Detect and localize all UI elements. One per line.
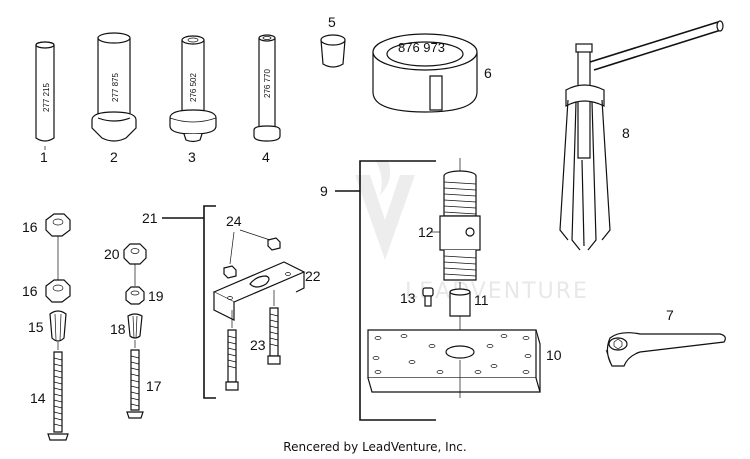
part-8-label: 8 [622, 125, 630, 141]
part-11-sleeve[interactable] [449, 282, 471, 317]
part-23-label: 23 [250, 337, 266, 353]
part-24-label: 24 [226, 213, 242, 229]
group-21-bracket [203, 205, 216, 399]
part-4-sleeve[interactable]: 276 770 [253, 34, 281, 142]
part-15-collet[interactable] [49, 310, 67, 342]
part-7-label: 7 [666, 307, 674, 323]
part-5-label: 5 [328, 14, 336, 30]
part-4-stamp: 276 770 [263, 69, 272, 98]
part-5-cap[interactable] [320, 34, 346, 68]
part-10-base-plate[interactable] [367, 316, 541, 398]
part-24-nuts[interactable] [223, 229, 281, 279]
part-1-stamp: 277 215 [42, 83, 51, 112]
part-9-label: 9 [320, 183, 328, 199]
part-17-threaded-rod[interactable] [126, 340, 144, 419]
part-19-nut[interactable] [125, 286, 145, 305]
part-2-label: 2 [110, 149, 118, 165]
part-3-driver[interactable]: 276 502 [169, 35, 217, 143]
part-20-label: 20 [104, 246, 120, 262]
part-14-label: 14 [30, 390, 46, 406]
part-18-collet[interactable] [127, 313, 143, 339]
part-18-label: 18 [110, 321, 126, 337]
part-1-pin[interactable]: 277 215 [35, 41, 55, 142]
part-21-label: 21 [142, 210, 158, 226]
group-9-bracket [359, 160, 436, 421]
part-1-label: 1 [40, 149, 48, 165]
part-3-stamp: 276 502 [189, 73, 198, 102]
part-8-puller[interactable] [559, 20, 724, 251]
part-13-label: 13 [400, 290, 416, 306]
part-4-label: 4 [262, 149, 270, 165]
part-11-label: 11 [474, 292, 489, 308]
part-10-label: 10 [546, 347, 562, 363]
part-16-nut-top[interactable] [45, 213, 71, 237]
part-6-label: 6 [484, 65, 492, 81]
part-22-bracket[interactable] [212, 261, 306, 321]
footer-credit: Rencered by LeadVenture, Inc. [283, 440, 466, 454]
part-2-stamp: 277 875 [111, 73, 120, 102]
watermark: LEADVENTURE [355, 160, 589, 304]
part-7-wrench[interactable] [605, 332, 726, 367]
part-16-label-top: 16 [22, 219, 38, 235]
part-20-nut[interactable] [123, 243, 147, 265]
part-3-label: 3 [188, 149, 196, 165]
part-22-label: 22 [305, 268, 321, 284]
part-15-label: 15 [28, 319, 44, 335]
part-23-bolts[interactable] [225, 290, 281, 391]
part-19-label: 19 [148, 288, 164, 304]
part-16-nut-bottom[interactable] [45, 279, 71, 303]
watermark-text: LEADVENTURE [405, 279, 589, 304]
part-2-driver[interactable]: 277 875 [91, 32, 137, 142]
part-17-label: 17 [146, 378, 162, 394]
part-13-screw[interactable] [422, 287, 434, 307]
part-6-split-ring[interactable]: 876 973 [372, 33, 478, 113]
part-16-label-bottom: 16 [22, 283, 38, 299]
part-12-threaded-body[interactable] [430, 158, 481, 281]
part-6-stamp: 876 973 [398, 40, 445, 55]
part-14-threaded-rod[interactable] [47, 342, 69, 441]
part-12-label: 12 [418, 224, 434, 240]
